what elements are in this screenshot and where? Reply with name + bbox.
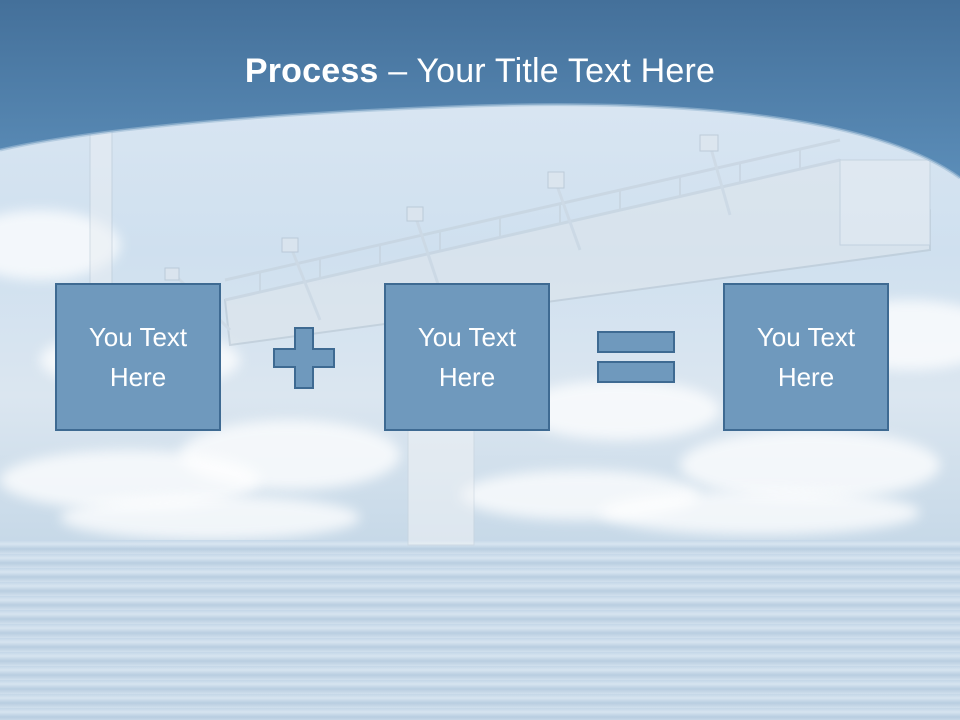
water-surface (0, 540, 960, 720)
process-box-1[interactable]: You Text Here (55, 283, 221, 431)
plus-icon (273, 327, 335, 389)
header-band (0, 0, 960, 180)
title-rest: – Your Title Text Here (378, 52, 716, 90)
cloud (520, 380, 720, 440)
title-bold: Process (244, 52, 379, 90)
cloud (600, 490, 920, 535)
process-box-3[interactable]: You Text Here (723, 283, 889, 431)
cloud (680, 430, 940, 500)
cloud (60, 495, 360, 540)
process-box-2[interactable]: You Text Here (384, 283, 550, 431)
page-title: Process – Your Title Text Here (0, 52, 960, 91)
equals-icon (597, 331, 675, 383)
